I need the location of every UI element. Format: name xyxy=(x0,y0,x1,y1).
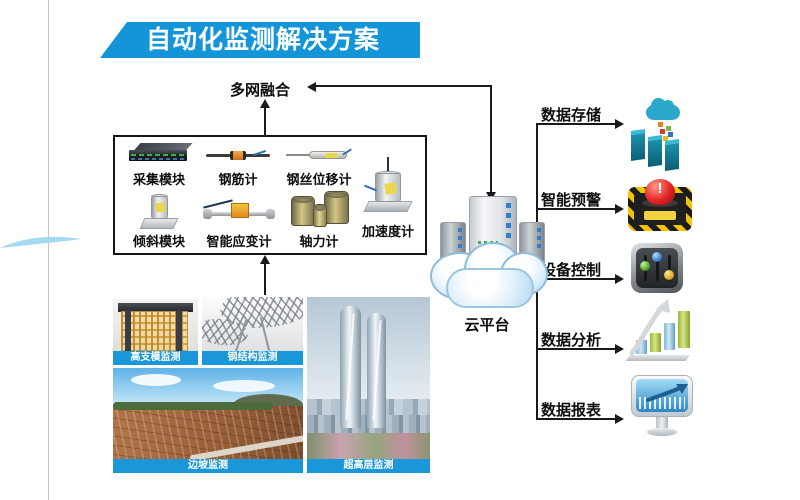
photo-slope: 边坡监测 xyxy=(113,368,303,473)
service-label-data-storage: 数据存储 xyxy=(541,107,602,124)
server-cluster-on-clouds-icon xyxy=(428,196,548,320)
rebar-gauge-icon xyxy=(206,149,270,161)
arrow-network-cloud-hline xyxy=(315,85,492,87)
network-fusion-label: 多网融合 xyxy=(230,82,291,99)
photo-super-highrise: 超高层监测 xyxy=(307,297,430,473)
arrow-photos-to-box-line xyxy=(264,263,266,295)
data-report-icon xyxy=(629,375,695,443)
page-title: 自动化监测解决方案 xyxy=(145,26,380,54)
report-trend-arrow xyxy=(646,384,688,402)
data-analysis-icon xyxy=(625,297,694,363)
accelerometer-icon xyxy=(363,157,413,215)
wire-displacement-gauge-icon xyxy=(286,148,352,161)
arrow-to-network-head xyxy=(307,82,316,92)
service-label-smart-alert: 智能预警 xyxy=(541,192,602,209)
service-label-data-report: 数据报表 xyxy=(541,402,602,419)
device-control-icon xyxy=(631,243,683,293)
sensor-label: 智能应变计 xyxy=(206,234,272,249)
smart-strain-gauge-icon xyxy=(203,197,275,225)
service-arrow-head xyxy=(615,204,624,214)
cloud-platform-label: 云平台 xyxy=(464,317,510,334)
sensor-label: 采集模块 xyxy=(132,172,185,187)
service-label-data-analysis: 数据分析 xyxy=(541,332,602,349)
tilt-module-icon xyxy=(139,193,179,229)
service-arrow-head xyxy=(615,119,624,129)
arrow-photos-to-box-head xyxy=(260,255,270,264)
page-edge-line xyxy=(48,0,49,500)
service-arrow-line xyxy=(536,208,615,210)
service-arrow-head xyxy=(615,414,624,424)
service-arrow-line xyxy=(536,418,615,420)
sensor-label: 钢筋计 xyxy=(218,172,258,187)
sensor-label: 钢丝位移计 xyxy=(286,172,352,187)
photo-caption: 钢结构监测 xyxy=(202,351,303,365)
photo-caption: 边坡监测 xyxy=(113,459,303,473)
decorative-swoosh xyxy=(0,236,82,248)
alert-exclamation: ! xyxy=(657,180,663,197)
sensor-label: 加速度计 xyxy=(361,224,414,239)
cloud-shape xyxy=(446,268,534,308)
arrow-box-to-network-head xyxy=(260,99,270,108)
sensor-label: 倾斜模块 xyxy=(132,234,185,249)
data-storage-icon xyxy=(626,98,694,171)
service-arrow-head xyxy=(615,344,624,354)
growth-arrow xyxy=(629,299,670,356)
sensor-box: 采集模块 钢筋计 钢丝位移计 倾斜模块 智能应变计 轴力计 加速度计 xyxy=(113,135,427,255)
arrow-box-to-network-line xyxy=(264,107,266,135)
service-arrow-line xyxy=(536,348,615,350)
service-label-device-control: 设备控制 xyxy=(541,262,602,279)
service-arrow-line xyxy=(536,278,615,280)
service-arrow-line xyxy=(536,123,615,125)
daq-module-icon xyxy=(129,143,193,163)
photo-steel-structure: 钢结构监测 xyxy=(202,297,303,365)
arrow-network-cloud-vline xyxy=(490,85,492,193)
photo-caption: 高支模监测 xyxy=(113,351,198,365)
service-arrow-head xyxy=(615,274,624,284)
photo-caption: 超高层监测 xyxy=(307,459,430,473)
title-banner: 自动化监测解决方案 xyxy=(100,22,420,58)
smart-alert-icon: ! xyxy=(628,179,692,233)
sensor-label: 轴力计 xyxy=(299,234,339,249)
axial-force-gauge-icon xyxy=(291,189,349,229)
photo-high-formwork: 高支模监测 xyxy=(113,299,198,365)
